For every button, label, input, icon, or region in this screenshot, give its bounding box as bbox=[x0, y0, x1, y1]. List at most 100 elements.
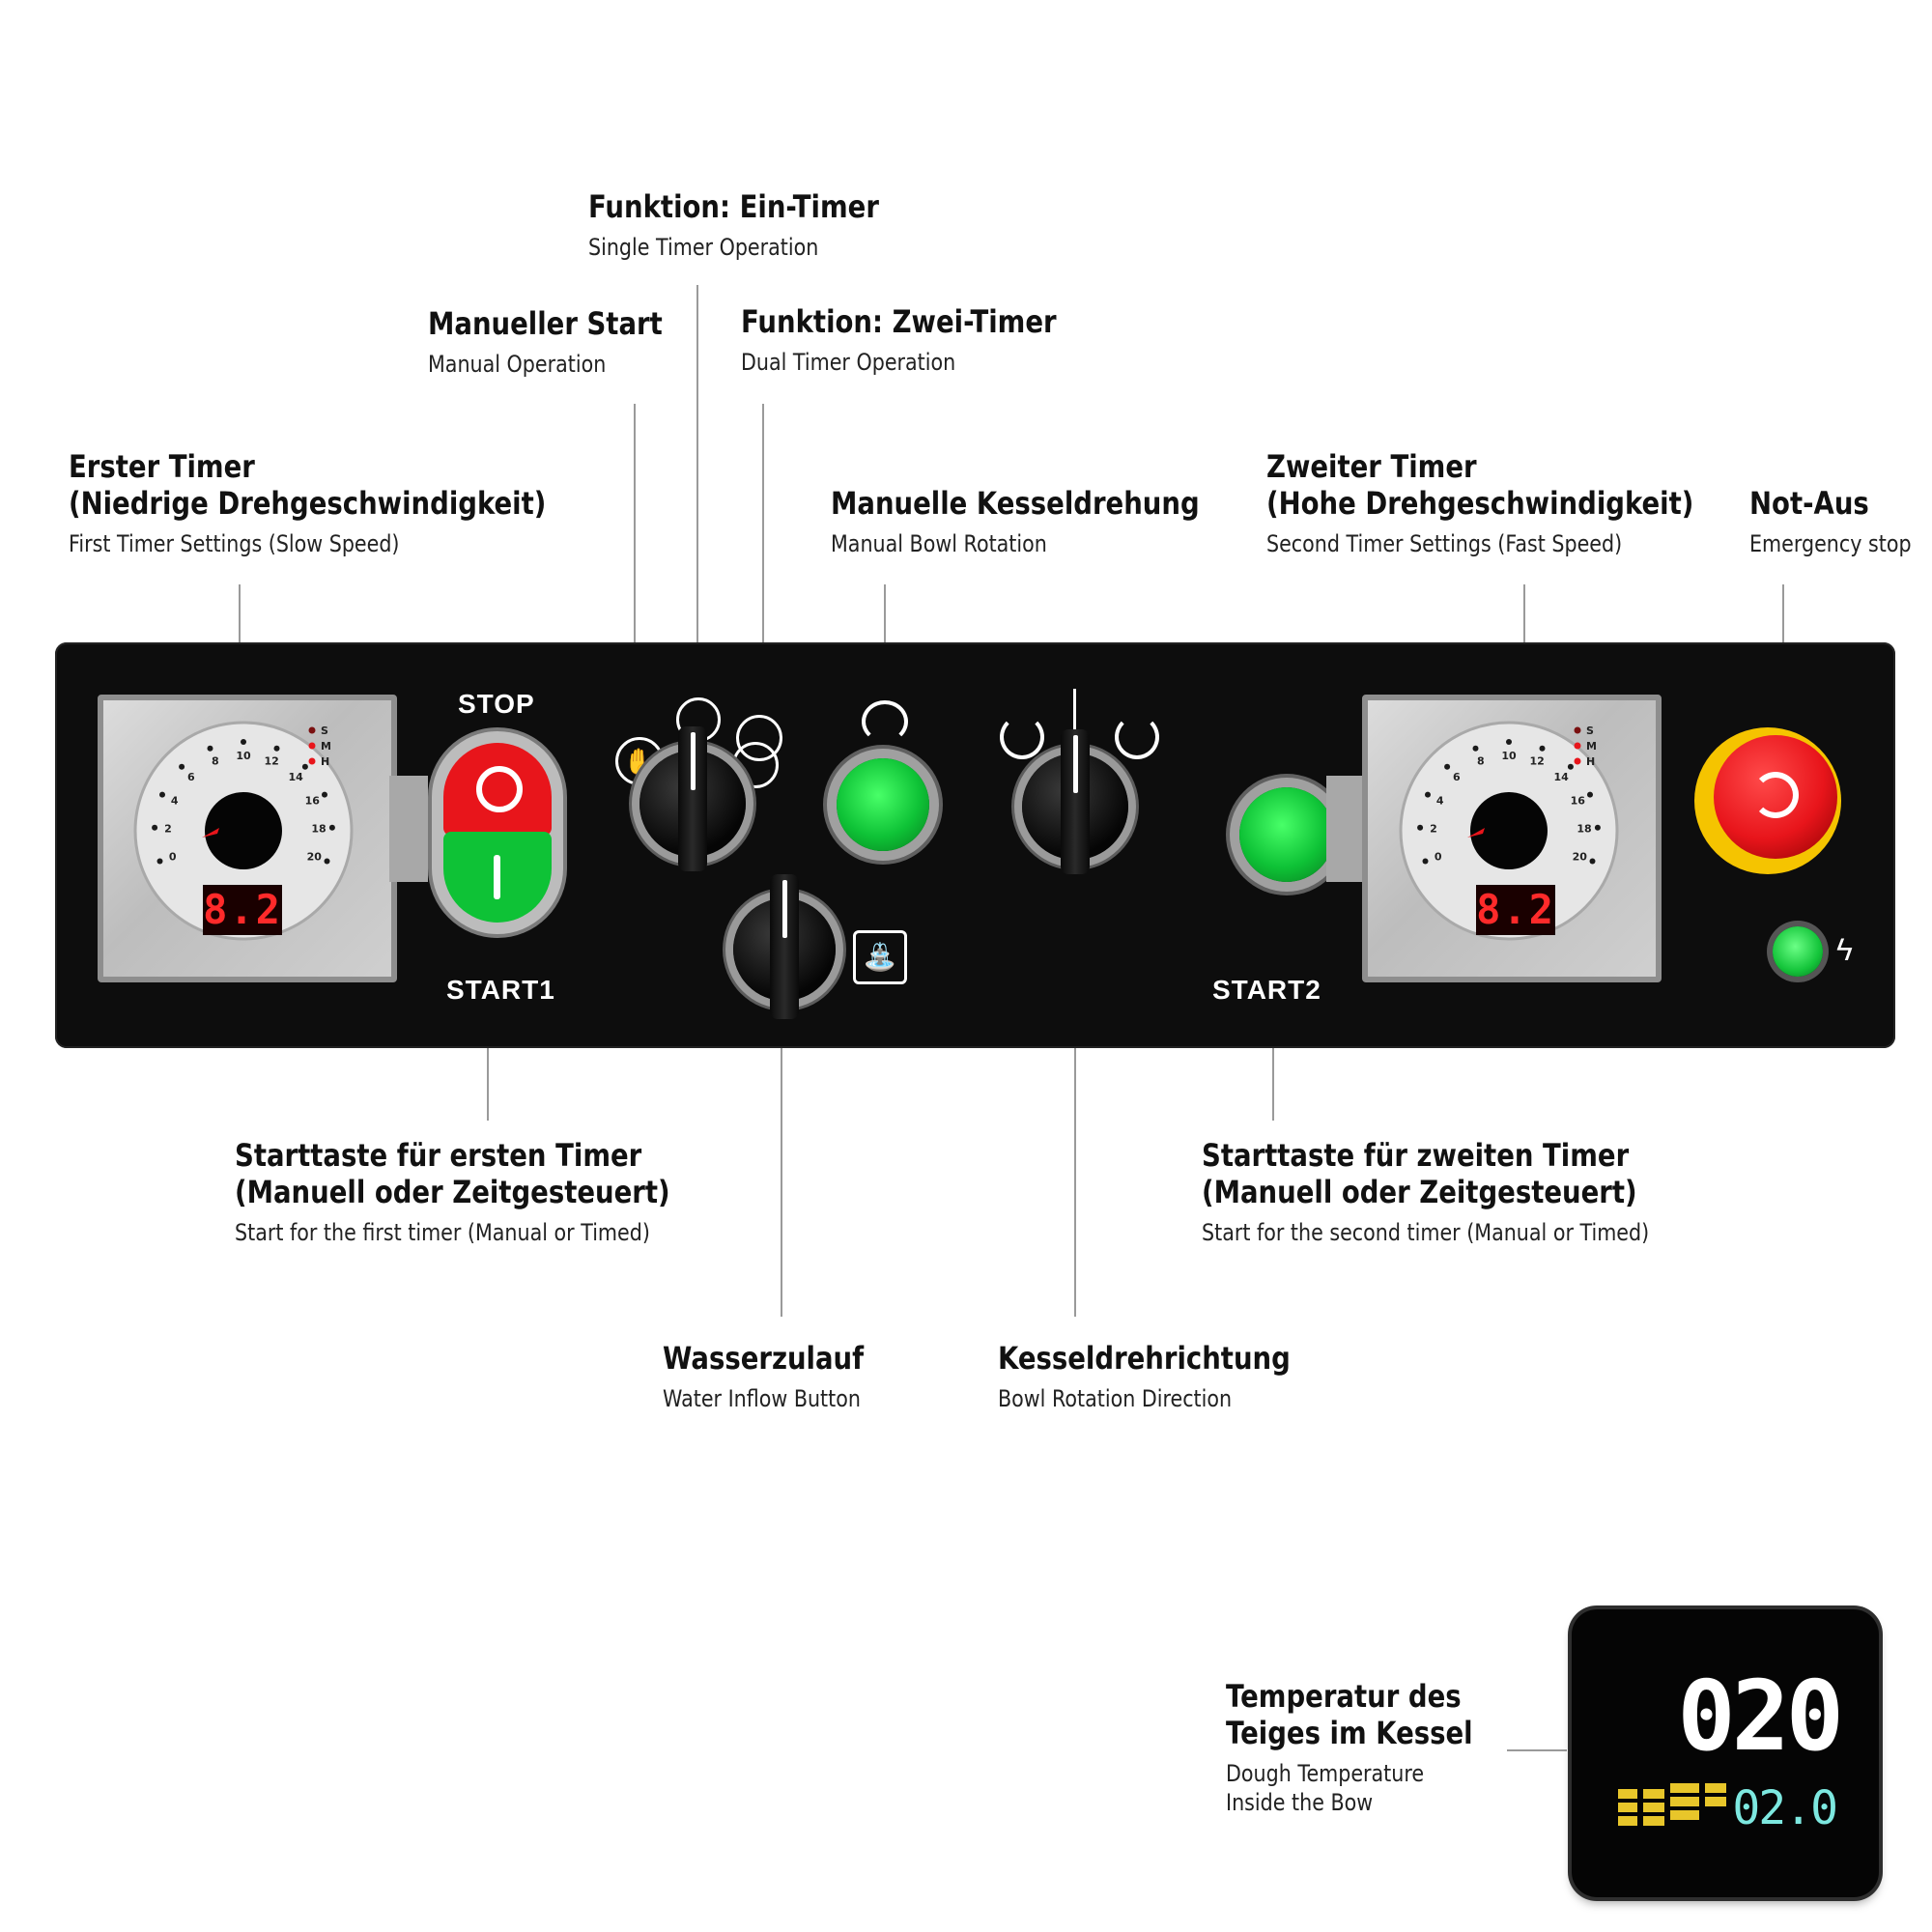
label-start-first-en: Start for the first timer (Manual or Tim… bbox=[235, 1219, 650, 1246]
label-dough-temp-de1: Temperatur des bbox=[1226, 1678, 1462, 1715]
dial-dot bbox=[322, 791, 327, 798]
label-bowl-direction: Kesseldrehrichtung Bowl Rotation Directi… bbox=[998, 1340, 1338, 1413]
label-manual-start-en: Manual Operation bbox=[428, 351, 607, 378]
mode-selector-knob[interactable] bbox=[639, 726, 746, 871]
dual-timer-clock-icon-2 bbox=[732, 742, 779, 788]
leader-bowl-direction bbox=[1074, 889, 1076, 1317]
speed-mark-S: S bbox=[1586, 724, 1594, 737]
label-start-first-de1: Starttaste für ersten Timer bbox=[235, 1137, 642, 1174]
label-manual-bowl: Manuelle Kesseldrehung Manual Bowl Rotat… bbox=[831, 485, 1260, 558]
dial-dot bbox=[207, 745, 213, 752]
label-second-timer-de2: (Hohe Drehgeschwindigkeit) bbox=[1266, 485, 1694, 522]
label-manual-bowl-de: Manuelle Kesseldrehung bbox=[831, 485, 1200, 522]
stop-label: STOP bbox=[458, 689, 535, 719]
label-dough-temp-en1: Dough Temperature bbox=[1226, 1760, 1425, 1787]
label-first-timer-de1: Erster Timer bbox=[69, 448, 255, 485]
label-first-timer-de2: (Niedrige Drehgeschwindigkeit) bbox=[69, 485, 547, 522]
dial-dot bbox=[1472, 745, 1479, 752]
start1-button[interactable] bbox=[443, 832, 552, 923]
water-inflow-knob[interactable] bbox=[733, 874, 836, 1019]
start1-bar-icon bbox=[494, 855, 500, 899]
timer2-display: 8.2 bbox=[1476, 885, 1555, 935]
dial-mark-2: 2 bbox=[1430, 822, 1437, 835]
label-single-timer-de: Funktion: Ein-Timer bbox=[588, 188, 879, 225]
dial-dot bbox=[1422, 858, 1429, 865]
stop-start1-button bbox=[432, 731, 563, 934]
stop-button[interactable] bbox=[443, 743, 552, 836]
power-indicator-light bbox=[1773, 926, 1823, 977]
timer1-speed-leds bbox=[308, 726, 316, 765]
dial-mark-10: 10 bbox=[236, 750, 251, 762]
dial-dot bbox=[152, 824, 158, 831]
dial-dot bbox=[1444, 763, 1451, 770]
dial-mark-16: 16 bbox=[1571, 794, 1586, 807]
label-start-second-de2: (Manuell oder Zeitgesteuert) bbox=[1202, 1174, 1637, 1210]
direction-center-mark bbox=[1073, 689, 1076, 756]
manual-bowl-rotation-button[interactable] bbox=[837, 758, 929, 851]
label-water: Wasserzulauf Water Inflow Button bbox=[663, 1340, 896, 1413]
timer1-knob-hole bbox=[205, 792, 282, 869]
rotate-left-icon bbox=[1000, 715, 1044, 759]
emergency-stop-button[interactable] bbox=[1714, 735, 1837, 859]
timer1-pointer bbox=[202, 828, 219, 838]
dial-mark-20: 20 bbox=[307, 851, 323, 864]
leader-water bbox=[781, 1029, 782, 1317]
dial-mark-18: 18 bbox=[311, 822, 326, 835]
start2-button[interactable] bbox=[1239, 787, 1334, 882]
dial-mark-8: 8 bbox=[1477, 755, 1485, 768]
label-start-first-de2: (Manuell oder Zeitgesteuert) bbox=[235, 1174, 670, 1210]
dial-dot bbox=[1506, 739, 1512, 745]
stop-ring-icon bbox=[476, 766, 523, 812]
label-first-timer-en: First Timer Settings (Slow Speed) bbox=[69, 530, 400, 557]
label-emergency: Not-Aus Emergency stop bbox=[1749, 485, 1932, 558]
speed-mark-H: H bbox=[321, 755, 329, 768]
label-manual-start-de: Manueller Start bbox=[428, 305, 663, 342]
dial-mark-0: 0 bbox=[169, 851, 177, 864]
dial-mark-6: 6 bbox=[1453, 771, 1461, 783]
dial-dot bbox=[328, 824, 335, 831]
leader-dough-temp bbox=[1507, 1749, 1567, 1751]
label-first-timer: Erster Timer (Niedrige Drehgeschwindigke… bbox=[69, 448, 624, 558]
temperature-main-readout: 020 bbox=[1677, 1660, 1844, 1773]
dial-mark-14: 14 bbox=[289, 771, 304, 783]
dial-mark-18: 18 bbox=[1577, 822, 1591, 835]
label-start-first: Starttaste für ersten Timer (Manuell ode… bbox=[235, 1137, 741, 1247]
rotate-right-icon bbox=[1115, 715, 1159, 759]
dial-dot bbox=[179, 763, 185, 770]
dial-dot bbox=[159, 791, 165, 798]
dial-dot bbox=[1594, 824, 1601, 831]
timer1-connector bbox=[389, 776, 428, 882]
dial-mark-4: 4 bbox=[1436, 794, 1444, 807]
dial-mark-0: 0 bbox=[1435, 851, 1442, 864]
leader-start-second bbox=[1272, 1016, 1274, 1121]
timer1-display: 8.2 bbox=[203, 885, 282, 935]
power-bolt-icon: ϟ bbox=[1836, 932, 1853, 967]
bowl-direction-knob[interactable] bbox=[1022, 729, 1128, 874]
label-dual-timer-de: Funktion: Zwei-Timer bbox=[741, 303, 1057, 340]
label-dual-timer-en: Dual Timer Operation bbox=[741, 349, 956, 376]
leader-manual-bowl bbox=[884, 584, 886, 686]
dial-dot bbox=[273, 745, 280, 752]
label-water-de: Wasserzulauf bbox=[663, 1340, 865, 1377]
leader-dual-timer bbox=[762, 404, 764, 696]
label-single-timer-en: Single Timer Operation bbox=[588, 234, 819, 261]
label-manual-bowl-en: Manual Bowl Rotation bbox=[831, 530, 1047, 557]
timer2-pointer bbox=[1467, 828, 1485, 838]
label-start-second-de1: Starttaste für zweiten Timer bbox=[1202, 1137, 1630, 1174]
dial-mark-6: 6 bbox=[187, 771, 195, 783]
label-second-timer-en: Second Timer Settings (Fast Speed) bbox=[1266, 530, 1623, 557]
label-start-second: Starttaste für zweiten Timer (Manuell od… bbox=[1202, 1137, 1722, 1247]
label-second-timer: Zweiter Timer (Hohe Drehgeschwindigkeit)… bbox=[1266, 448, 1763, 558]
dial-dot bbox=[1539, 745, 1546, 752]
dial-mark-20: 20 bbox=[1573, 851, 1588, 864]
speed-mark-M: M bbox=[321, 740, 331, 753]
dial-dot bbox=[1589, 858, 1596, 865]
dial-dot bbox=[301, 763, 308, 770]
leader-first-timer bbox=[239, 584, 241, 686]
dial-mark-10: 10 bbox=[1501, 750, 1517, 762]
label-dough-temp-en2: Inside the Bow bbox=[1226, 1789, 1374, 1816]
dial-dot bbox=[324, 858, 330, 865]
